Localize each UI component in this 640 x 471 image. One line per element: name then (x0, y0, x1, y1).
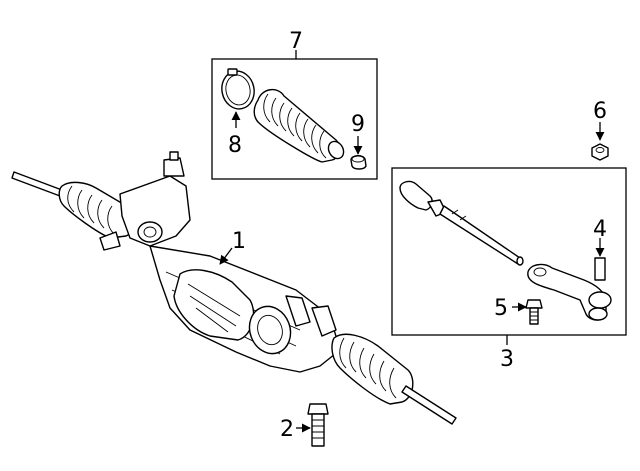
clamp-ring (221, 68, 255, 110)
callout-8: 8 (228, 133, 242, 158)
callout-4: 4 (593, 217, 607, 242)
inner-tie-rod (399, 180, 524, 266)
callout-1: 1 (232, 229, 246, 254)
callout-6: 6 (593, 99, 607, 124)
mounting-bolt (307, 403, 329, 447)
outer-tie-rod-end (527, 257, 612, 321)
steering-gear-assembly (11, 151, 457, 425)
callout-5: 5 (494, 296, 508, 321)
bellows-boot (253, 89, 345, 163)
callout-3: 3 (500, 347, 514, 372)
nut (591, 143, 609, 161)
small-clamp (350, 155, 367, 170)
callout-9: 9 (351, 112, 365, 137)
callout-1-leader (219, 247, 233, 265)
callout-7: 7 (289, 29, 303, 54)
callout-2: 2 (280, 417, 294, 442)
